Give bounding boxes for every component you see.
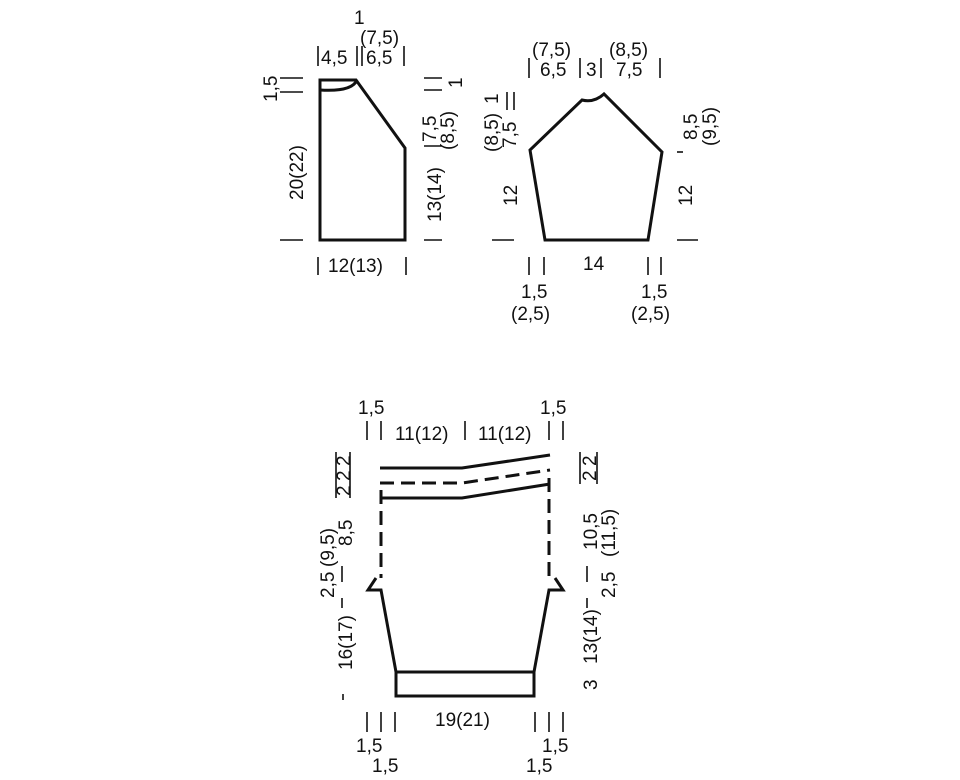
body-label-left-2c: 2	[334, 485, 355, 496]
sleeve-label-br-1-5: 1,5	[641, 282, 667, 303]
body-label-width: 19(21)	[435, 710, 490, 731]
front-label-1-5: 1,5	[261, 76, 282, 102]
body-label-left-16: 16(17)	[336, 615, 357, 670]
body-lower-outline	[365, 577, 566, 698]
sleeve-label-width: 14	[583, 254, 605, 275]
front-label-4-5: 4,5	[321, 48, 347, 69]
front-label-length: 20(22)	[287, 145, 308, 200]
body-label-left-2-5: 2,5	[318, 572, 339, 598]
body-label-left-2b: 2	[334, 470, 355, 481]
front-label-6-5: 6,5	[366, 48, 392, 69]
front-label-side: 13(14)	[425, 167, 446, 222]
body-label-top-r-1-5: 1,5	[540, 398, 566, 419]
sleeve-label-br-2-5: (2,5)	[631, 304, 670, 325]
body-top-band	[380, 453, 551, 500]
body-label-right-10-5: 10,5	[581, 513, 602, 550]
sleeve-label-right-8-5: 8,5	[681, 114, 702, 140]
body-label-top-w1: 11(12)	[395, 424, 449, 445]
sleeve-outline	[528, 91, 664, 242]
sleeve-label-bl-1-5: 1,5	[521, 282, 547, 303]
body-label-bl-1-5b: 1,5	[372, 756, 398, 777]
body-label-right-11-5: (11,5)	[599, 509, 620, 557]
front-label-slope-8-5: (8,5)	[438, 111, 459, 150]
body-label-top-w2: 11(12)	[478, 424, 532, 445]
body-label-br-1-5a: 1,5	[542, 736, 568, 757]
sleeve-label-left-1: 1	[482, 93, 503, 104]
body-label-left-9-5: (9,5)	[318, 528, 339, 567]
sleeve-label-bl-2-5: (2,5)	[511, 304, 550, 325]
body-label-left-8-5: 8,5	[336, 520, 357, 546]
sleeve-label-right-12: 12	[676, 185, 697, 206]
front-label-width: 12(13)	[328, 256, 383, 277]
front-label-7-5: (7,5)	[360, 28, 399, 49]
front-label-1: 1	[354, 8, 365, 29]
body-top-fold	[380, 468, 551, 485]
sleeve-label-6-5: 6,5	[540, 60, 566, 81]
sleeve-label-7-5: 7,5	[616, 60, 642, 81]
body-label-right-13: 13(14)	[581, 609, 602, 664]
sleeve-label-left-7-5: 7,5	[500, 122, 521, 148]
body-label-right-3: 3	[581, 679, 602, 690]
sleeve-label-top-7-5: (7,5)	[532, 40, 571, 61]
sleeve-piece: (7,5) (8,5) 6,5 3 7,5 (8,5) 1 7,5 8,5 (9…	[482, 40, 721, 325]
front-outline	[318, 78, 407, 242]
sleeve-label-3: 3	[586, 60, 597, 81]
front-label-slope-1: 1	[446, 77, 467, 88]
front-label-slope-7-5: 7,5	[420, 116, 441, 142]
sleeve-label-top-8-5: (8,5)	[609, 40, 648, 61]
body-label-br-1-5b: 1,5	[526, 756, 552, 777]
front-neck-curve	[319, 79, 359, 92]
body-label-right-2b: 2	[580, 470, 601, 481]
sleeve-label-left-12: 12	[501, 185, 522, 206]
body-label-right-2-5: 2,5	[599, 572, 620, 598]
body-label-left-2a: 2	[334, 455, 355, 466]
body-label-bl-1-5a: 1,5	[356, 736, 382, 757]
front-piece: 1 (7,5) 4,5 6,5 1,5 20(22) 7,5 (8,5) 1 1…	[261, 8, 467, 277]
sleeve-label-left-8-5: (8,5)	[482, 113, 503, 152]
sleeve-label-right-9-5: (9,5)	[700, 107, 721, 146]
body-label-right-2a: 2	[580, 455, 601, 466]
body-label-top-l-1-5: 1,5	[358, 398, 384, 419]
body-piece: 1,5 1,5 11(12) 11(12) 2 2 2 2 2 (9,5) 8,…	[318, 398, 620, 777]
